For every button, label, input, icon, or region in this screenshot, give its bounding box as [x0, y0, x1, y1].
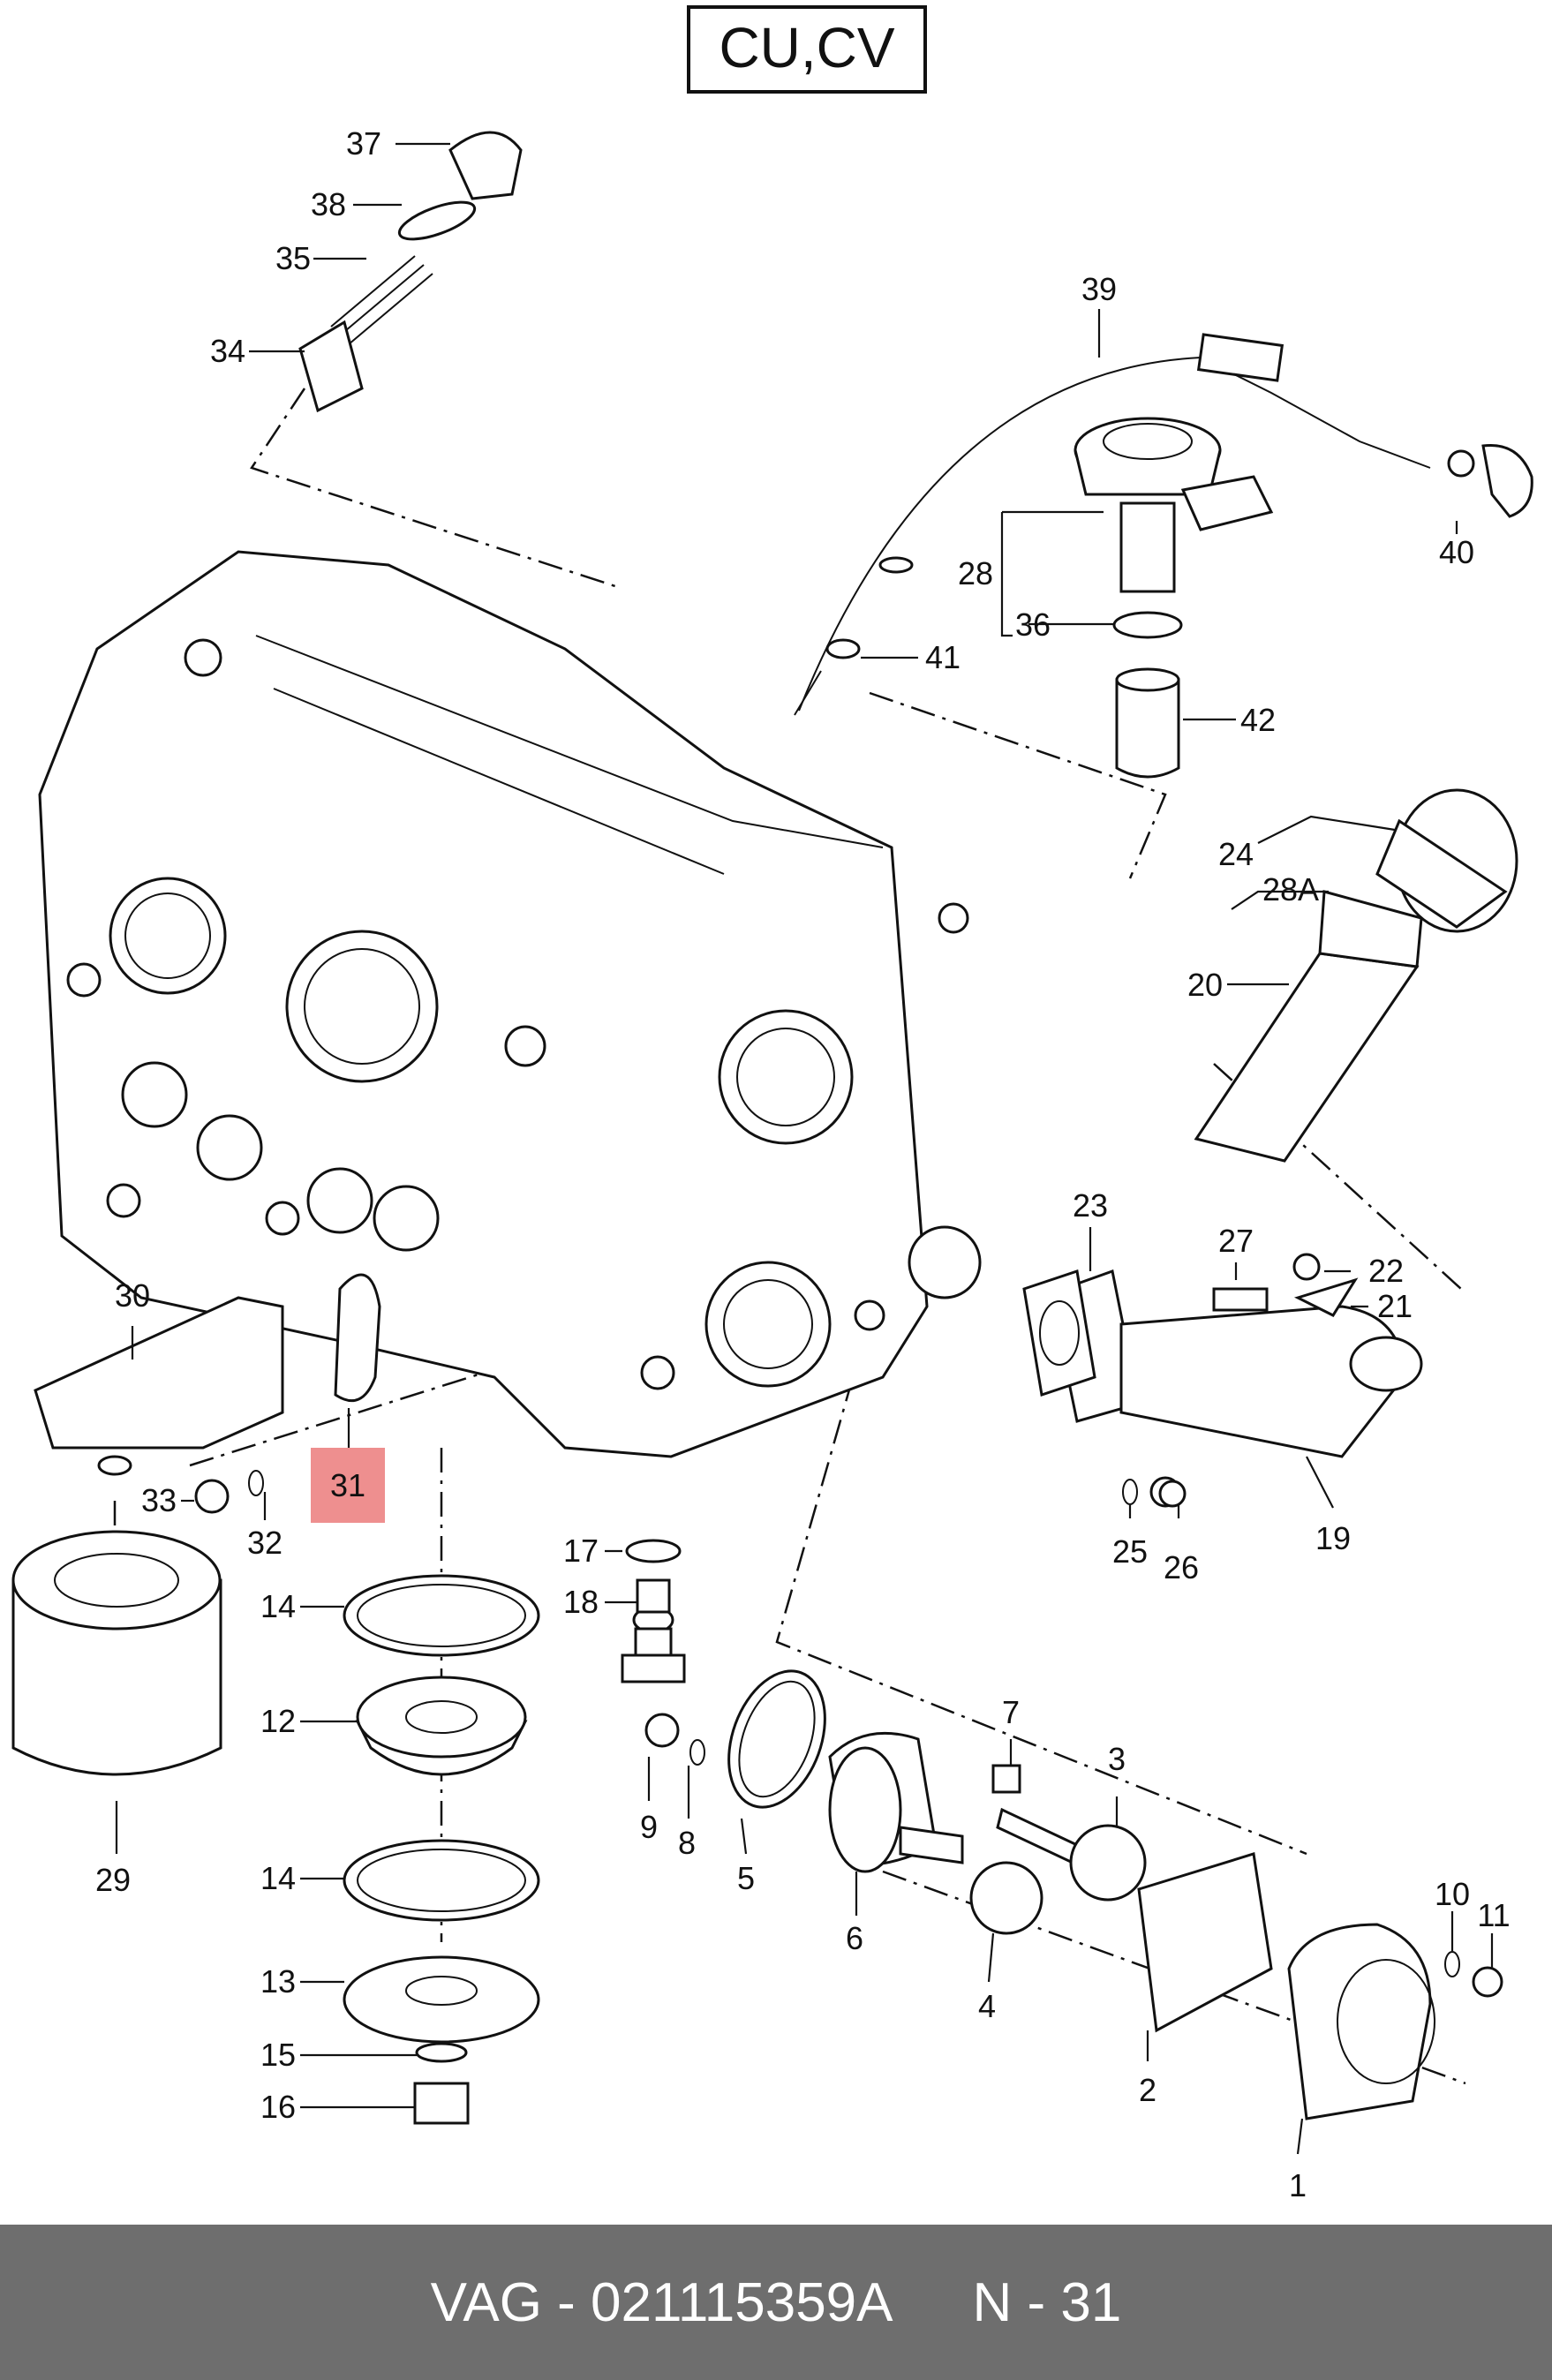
callout-3: 3: [1108, 1741, 1126, 1777]
callout-17: 17: [563, 1533, 599, 1569]
callout-27: 27: [1218, 1223, 1254, 1259]
callout-28: 28: [958, 555, 993, 591]
gasket-31: [334, 1273, 381, 1403]
callout-26: 26: [1164, 1549, 1199, 1585]
callout-19: 19: [1315, 1520, 1351, 1556]
callout-8: 8: [678, 1825, 696, 1861]
callout-39: 39: [1081, 271, 1117, 307]
callout-2: 2: [1139, 2072, 1156, 2108]
callout-29: 29: [95, 1862, 131, 1898]
drain-plug-18: [248, 1470, 1187, 1614]
callout-36: 36: [1015, 606, 1051, 643]
dipstick-39: [794, 333, 1533, 716]
callout-18: 18: [563, 1584, 599, 1620]
callout-35: 35: [275, 240, 311, 276]
strainer-stack: [343, 1574, 686, 2125]
header-code: CU,CV: [719, 16, 894, 79]
footer-bar: VAG - 021115359A N - 31: [0, 2225, 1552, 2380]
callout-10: 10: [1435, 1876, 1470, 1912]
oil-pipe-19: [1022, 1253, 1423, 1508]
callout-20: 20: [1187, 967, 1223, 1003]
plug-37: [298, 131, 523, 413]
callout-11: 11: [1477, 1897, 1510, 1933]
oil-filler-20: [1194, 788, 1518, 1163]
engine-block: [38, 550, 982, 1458]
callout-6: 6: [846, 1920, 863, 1956]
oil-filter-29: [11, 1296, 284, 1776]
callout-12: 12: [260, 1703, 296, 1739]
leader-lines: [115, 142, 1494, 2155]
callout-34: 34: [210, 333, 245, 369]
callout-23: 23: [1073, 1187, 1108, 1224]
parts-diagram: CU,CV: [11, 5, 1533, 2203]
callout-33: 33: [141, 1482, 177, 1518]
breather-28: [1074, 417, 1274, 779]
callout-40: 40: [1439, 534, 1474, 570]
header-code-box: CU,CV: [687, 5, 927, 94]
callout-41: 41: [925, 639, 961, 675]
callout-37: 37: [346, 125, 381, 162]
callout-30: 30: [115, 1277, 150, 1314]
callout-32: 32: [247, 1525, 283, 1561]
callout-7: 7: [1002, 1694, 1020, 1730]
callout-25: 25: [1112, 1533, 1148, 1570]
callout-22: 22: [1368, 1253, 1404, 1289]
callout-1: 1: [1289, 2167, 1307, 2203]
callout-21: 21: [1377, 1288, 1413, 1324]
footer-diagram-ref: N - 31: [972, 2271, 1122, 2333]
callout-42: 42: [1240, 702, 1276, 738]
callout-13: 13: [260, 1963, 296, 2000]
callout-38: 38: [311, 186, 346, 222]
callout-14-lower: 14: [260, 1860, 296, 1896]
callout-14-upper: 14: [260, 1588, 296, 1624]
callout-24: 24: [1218, 836, 1254, 872]
callout-16: 16: [260, 2089, 296, 2125]
highlight-box: [311, 1448, 385, 1523]
callout-9: 9: [640, 1809, 658, 1845]
callout-31: 31: [330, 1467, 365, 1503]
callout-4: 4: [978, 1988, 996, 2024]
callout-5: 5: [737, 1860, 755, 1896]
oil-pump: [644, 1669, 1503, 2120]
callout-28a: 28A: [1262, 871, 1319, 908]
callout-15: 15: [260, 2037, 296, 2073]
footer-part-number: VAG - 021115359A: [430, 2271, 893, 2333]
callout-labels: 37 38 35 34 39 40 28 36 41 42 24 28A 20 …: [95, 125, 1511, 2203]
